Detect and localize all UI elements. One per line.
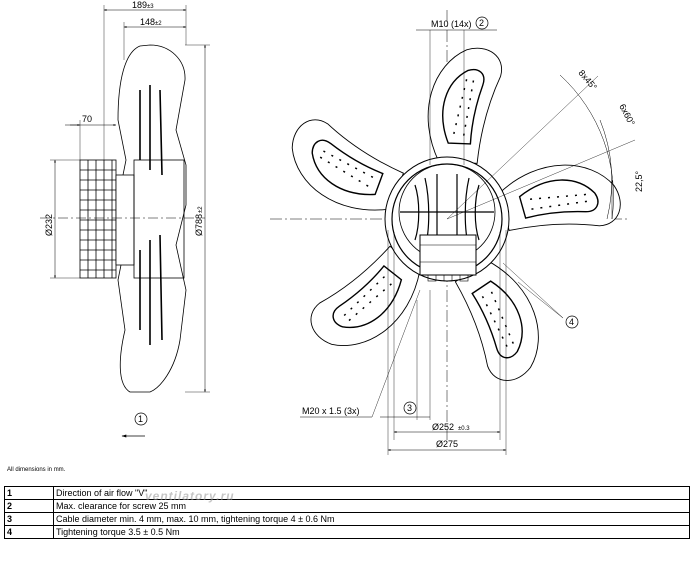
dim-total: 189	[132, 0, 147, 10]
marker-3: 3	[407, 403, 412, 413]
marker-3-circle	[403, 401, 417, 415]
dia-motor: Ø232	[44, 214, 54, 236]
dia-fan-tol: ±2	[198, 206, 204, 213]
legend-number: 4	[4, 525, 54, 539]
fan-blade	[310, 245, 421, 346]
technical-drawing: 189 ±3 148 ±2 70 Ø232 Ø788 ±2 1	[40, 0, 644, 455]
units-note: All dimensions in mm.	[7, 467, 66, 473]
motor-fins	[79, 159, 185, 279]
dim-blade-tol: ±2	[155, 21, 162, 27]
thread-top: M10 (14x)	[431, 19, 472, 29]
marker-4-circle	[565, 315, 579, 329]
fan-blade	[498, 164, 621, 231]
marker-4: 4	[569, 317, 574, 327]
legend-number: 1	[4, 486, 54, 500]
angle-1: 8x45°	[576, 68, 599, 92]
legend-text: Tightening torque 3.5 ± 0.5 Nm	[53, 525, 690, 539]
dim-total-tol: ±3	[147, 4, 154, 10]
dia-fan: Ø788	[194, 214, 204, 236]
legend-number: 2	[4, 499, 54, 513]
side-blade-outline	[117, 44, 187, 393]
dia-flange: Ø275	[436, 439, 458, 449]
fan-blade	[427, 47, 503, 164]
fan-blade	[291, 119, 404, 211]
marker-2: 2	[479, 18, 484, 28]
dia-bolt-circle-tol: ±0.3	[458, 426, 470, 432]
dia-bolt-circle: Ø252	[432, 422, 454, 432]
airflow-marker-circle	[134, 412, 148, 426]
fan-blades	[291, 47, 621, 381]
angle-3: 22,5°	[634, 170, 644, 192]
terminal-box	[419, 234, 477, 276]
angle-2: 6x60°	[617, 102, 637, 127]
side-blade-inner	[139, 85, 163, 345]
legend-text: Cable diameter min. 4 mm, max. 10 mm, ti…	[53, 512, 690, 526]
dim-blade: 148	[140, 17, 155, 27]
dim-motor: 70	[82, 114, 92, 124]
watermark: ventilatory.ru	[145, 489, 235, 503]
legend-number: 3	[4, 512, 54, 526]
side-view-labels: 189 ±3 148 ±2 70 Ø232 Ø788 ±2 1	[44, 0, 204, 424]
thread-bottom: M20 x 1.5 (3x)	[302, 406, 360, 416]
front-view	[270, 10, 636, 455]
side-view	[40, 5, 210, 438]
marker-2-circle	[475, 16, 489, 30]
fan-blade	[454, 260, 539, 381]
airflow-marker: 1	[138, 414, 143, 424]
